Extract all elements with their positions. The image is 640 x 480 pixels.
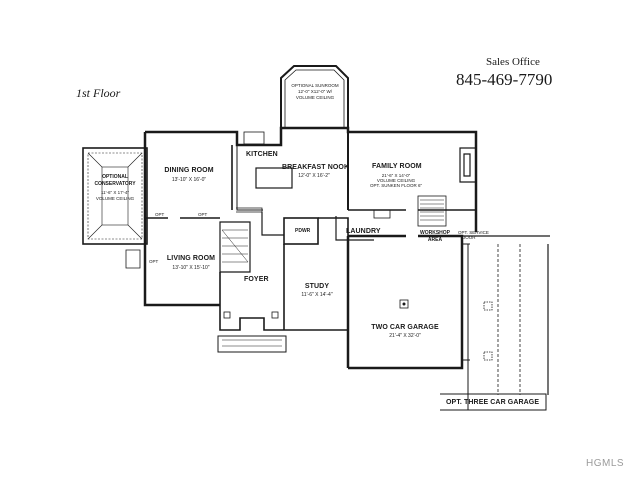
opt-marker-3: OPT <box>149 259 159 264</box>
service-door-label-2: DOOR <box>462 235 476 240</box>
conservatory-note: VOLUME CEILING <box>95 196 135 201</box>
dining-room-dims: 13'-10" X 16'-0" <box>171 177 207 183</box>
floor-label: 1st Floor <box>76 86 121 100</box>
breakfast-nook-label: BREAKFAST NOOK <box>282 164 350 171</box>
living-room-dims: 13'-10" X 15'-10" <box>172 265 210 271</box>
sales-office-phone: 845-469-7790 <box>456 70 553 89</box>
conservatory-label: OPTIONAL <box>102 174 128 180</box>
opt-marker-2: OPT <box>198 212 208 217</box>
living-room-label: LIVING ROOM <box>166 255 216 262</box>
sunroom-note: VOLUME CEILING <box>295 95 335 100</box>
sales-office-label: Sales Office <box>486 56 540 68</box>
family-room-label: FAMILY ROOM <box>372 163 422 170</box>
sunroom-dims: 12'-0" X12'-0" W/ <box>298 89 332 94</box>
service-door-label: OPT. SERVICE <box>458 230 489 235</box>
family-room-note: VOLUME CEILING <box>376 178 416 183</box>
two-car-garage-label: TWO CAR GARAGE <box>371 324 439 331</box>
family-room-note-2: OPT. SUNKEN FLOOR 6" <box>369 183 423 188</box>
workshop-label-2: AREA <box>427 237 443 243</box>
breakfast-nook-dims: 12'-0" X 16'-2" <box>298 173 330 179</box>
dining-room-label: DINING ROOM <box>164 167 214 174</box>
study-dims: 11'-6" X 14'-4" <box>301 292 333 298</box>
study-label: STUDY <box>304 283 330 290</box>
conservatory-dims: 11'-6" X 17'-4" <box>100 190 130 195</box>
hgmls-watermark: HGMLS <box>586 458 625 469</box>
workshop-label: WORKSHOP <box>420 230 450 236</box>
kitchen-label: KITCHEN <box>246 151 278 158</box>
conservatory-label-2: CONSERVATORY <box>94 181 136 187</box>
laundry-label: LAUNDRY <box>346 228 381 235</box>
foyer-label: FOYER <box>244 276 269 283</box>
family-room-dims: 21'-6" X 14'-0" <box>381 173 411 178</box>
sunroom-label: OPTIONAL SUNROOM <box>291 83 339 88</box>
walls <box>82 65 550 411</box>
opt-marker-1: OPT <box>155 212 165 217</box>
two-car-garage-dims: 21'-4" X 32'-0" <box>389 333 421 339</box>
powder-room-label: PDWR <box>295 228 311 234</box>
three-car-garage-label: OPT. THREE CAR GARAGE <box>446 399 540 406</box>
